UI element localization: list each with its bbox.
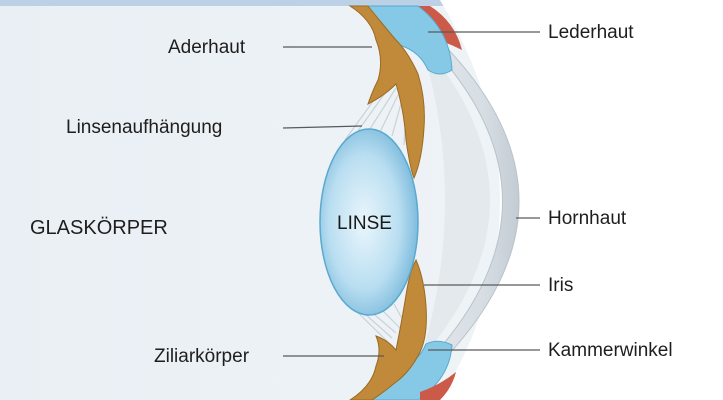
label-iris: Iris bbox=[548, 276, 573, 295]
label-hornhaut: Hornhaut bbox=[548, 209, 626, 228]
label-linsenaufhaengung: Linsenaufhängung bbox=[66, 118, 222, 137]
label-aderhaut: Aderhaut bbox=[168, 38, 245, 57]
label-linse: LINSE bbox=[337, 214, 392, 233]
label-ziliarkoerper: Ziliarkörper bbox=[154, 347, 249, 366]
label-glaskoerper: GLASKÖRPER bbox=[30, 218, 168, 238]
label-lederhaut: Lederhaut bbox=[548, 23, 634, 42]
label-kammerwinkel: Kammerwinkel bbox=[548, 341, 673, 360]
